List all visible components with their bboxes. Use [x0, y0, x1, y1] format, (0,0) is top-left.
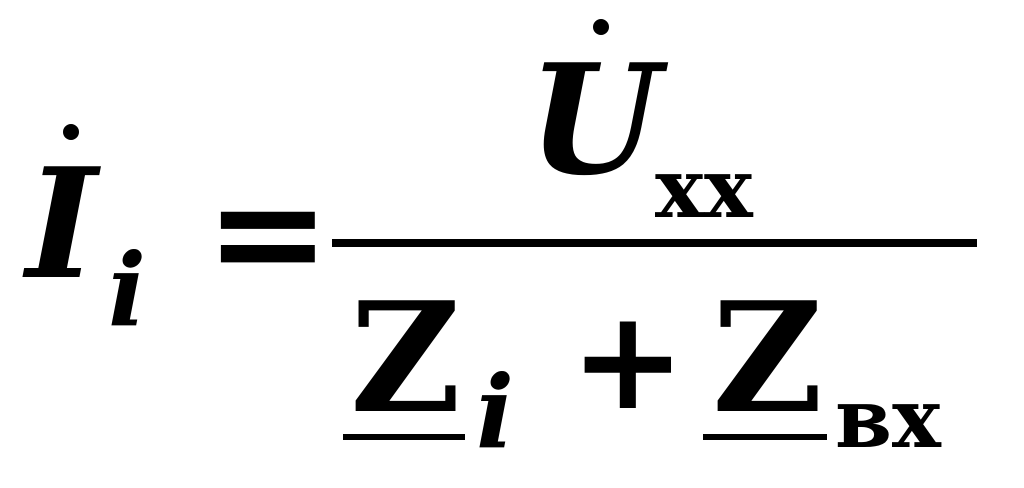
denominator-term1-symbol: Z [350, 268, 461, 447]
numerator-subscript: xx [655, 141, 753, 237]
lhs-dot-accent [63, 124, 79, 140]
denominator-term1-underline [343, 434, 465, 440]
lhs-symbol: I [26, 134, 98, 313]
denominator-term2-underline [703, 434, 827, 440]
equals-sign: = [205, 146, 331, 320]
plus-operator: + [570, 280, 686, 441]
denominator-term1-subscript: i [476, 353, 514, 471]
denominator-term2-subscript: вх [835, 371, 941, 467]
numerator-symbol: U [528, 30, 661, 209]
denominator-term2-symbol: Z [712, 268, 823, 447]
fraction-bar [332, 239, 977, 247]
lhs-subscript: i [108, 231, 146, 349]
numerator-dot-accent [593, 19, 609, 35]
